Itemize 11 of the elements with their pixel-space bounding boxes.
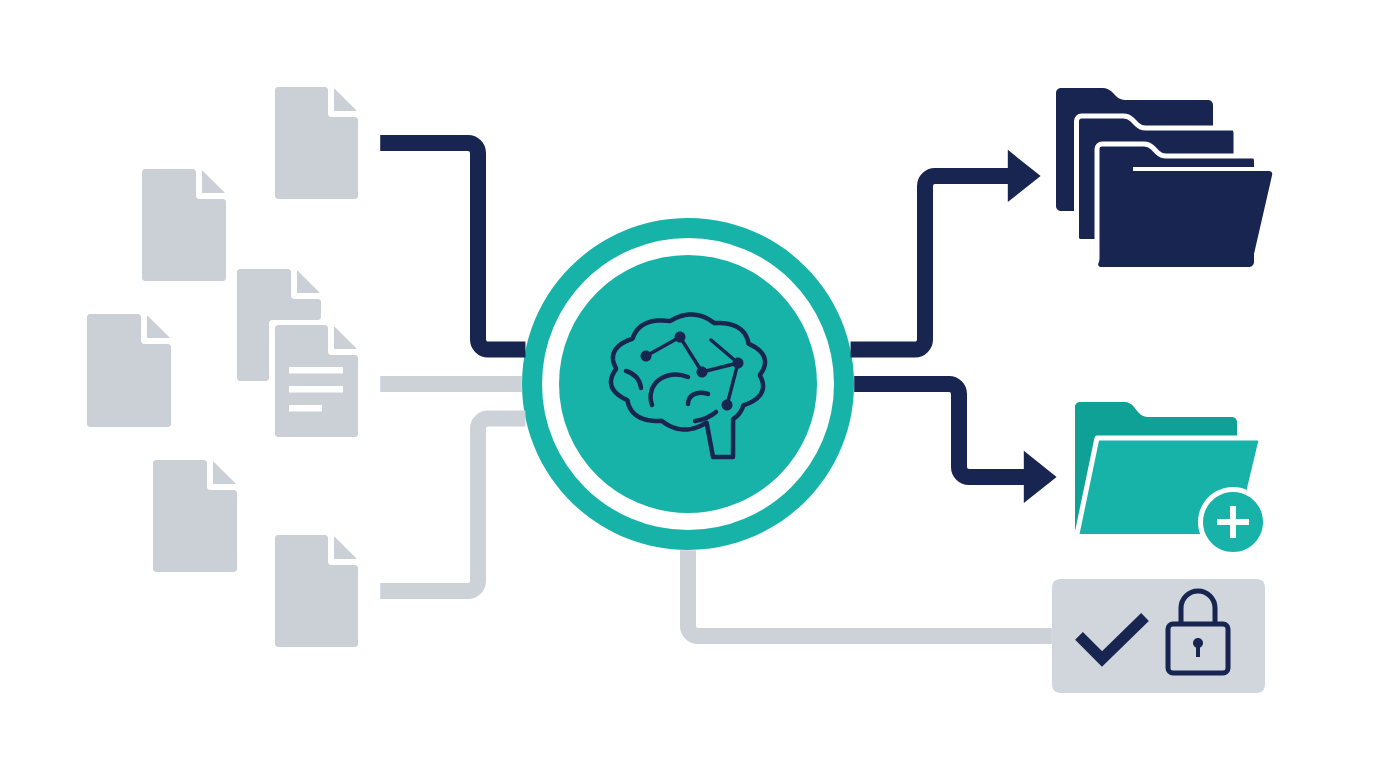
document-icon	[237, 269, 321, 381]
document-icon	[275, 325, 358, 437]
connector-line	[680, 550, 1052, 644]
document-icon	[142, 169, 226, 281]
folder-stack-icon	[1056, 88, 1273, 267]
document-icon	[275, 87, 358, 199]
connector-line	[380, 410, 526, 599]
document-icon	[275, 535, 358, 647]
document-icon	[87, 314, 171, 427]
connector-line	[380, 135, 526, 358]
document-icon	[153, 460, 237, 572]
